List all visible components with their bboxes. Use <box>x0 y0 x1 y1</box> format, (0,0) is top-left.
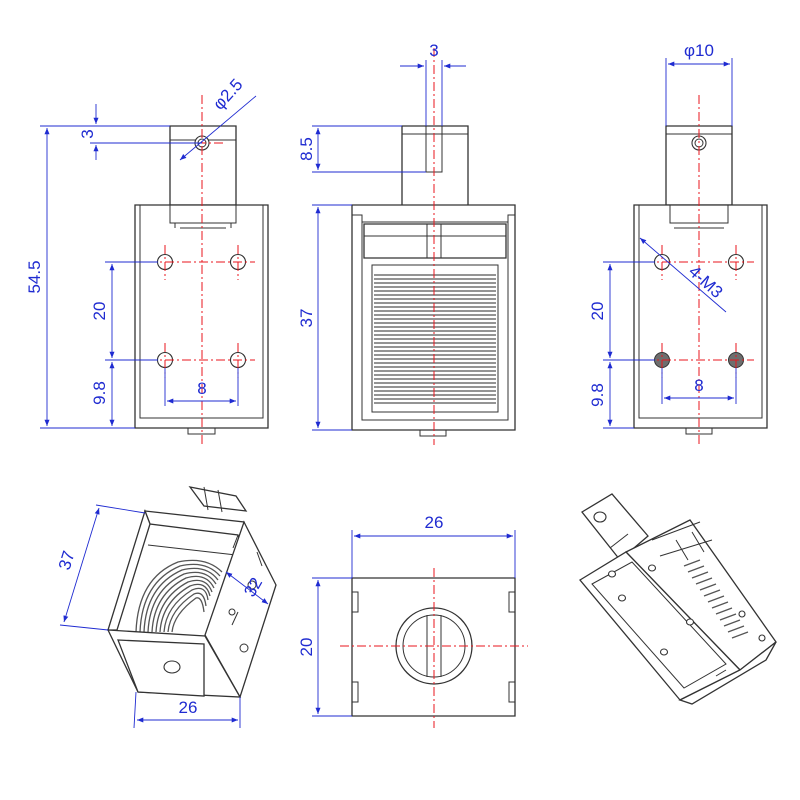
rear-hole-horizontal-label: 8 <box>694 376 703 395</box>
bottom-height-label: 20 <box>297 638 316 657</box>
rear-bottom-offset-label: 9.8 <box>588 383 607 407</box>
front-hole-horizontal-label: 8 <box>197 379 206 398</box>
front-total-height-label: 54.5 <box>25 260 44 293</box>
front-view: 54.5 3 φ2.5 20 9.8 8 <box>25 75 269 445</box>
side-plunger-width-label: 3 <box>429 41 438 60</box>
iso-width-label: 26 <box>179 698 198 717</box>
rear-view: φ10 4-M3 20 9.8 8 <box>588 41 768 445</box>
front-pin-hole-label: φ2.5 <box>209 75 246 113</box>
iso-height-label: 37 <box>55 549 79 573</box>
side-plunger-protrusion-label: 8.5 <box>297 137 316 161</box>
coil-windings <box>371 264 499 413</box>
side-body-height-label: 37 <box>297 309 316 328</box>
coil-windings <box>135 559 223 633</box>
bottom-view: 26 20 <box>297 513 528 728</box>
bottom-width-label: 26 <box>425 513 444 532</box>
rear-plunger-diameter-label: φ10 <box>684 41 714 60</box>
front-pin-offset-label: 3 <box>78 129 97 138</box>
isometric-right-view <box>579 493 777 705</box>
front-bottom-offset-label: 9.8 <box>90 381 109 405</box>
side-view: 3 8.5 37 <box>297 41 516 445</box>
isometric-left-view: 37 26 32 <box>55 486 277 729</box>
front-hole-vertical-label: 20 <box>90 302 109 321</box>
coil-windings <box>683 559 749 639</box>
rear-hole-vertical-label: 20 <box>588 302 607 321</box>
